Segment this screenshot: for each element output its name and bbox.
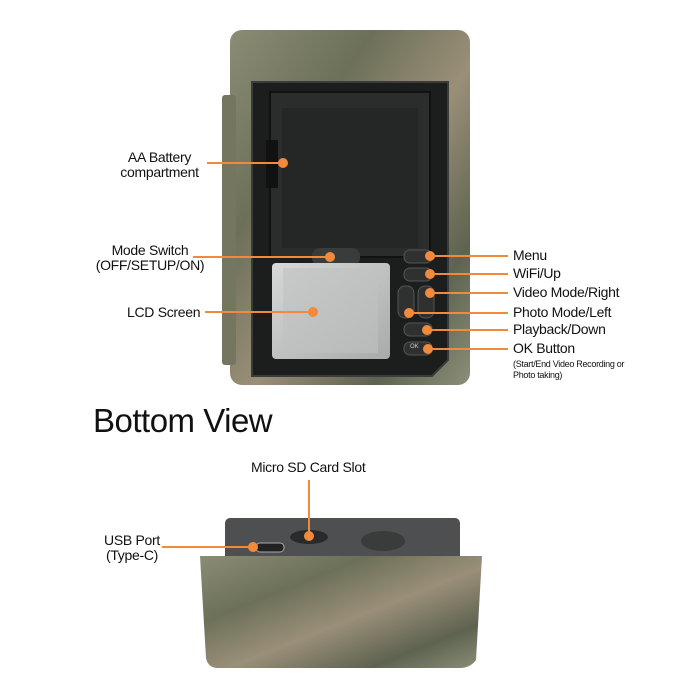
battery-label: AA Battery compartment: [112, 150, 207, 180]
usb-label: USB Port (Type-C): [100, 533, 164, 563]
lcd-label: LCD Screen: [127, 304, 201, 320]
battery-label-line1: AA Battery: [127, 149, 192, 165]
video-right-label: Video Mode/Right: [513, 284, 620, 300]
ok-button-glyph: OK: [410, 344, 419, 350]
mode-switch: [312, 248, 360, 266]
wifi-up-label: WiFi/Up: [513, 265, 561, 281]
battery-label-line2: compartment: [120, 164, 199, 180]
ok-note: (Start/End Video Recording or Photo taki…: [513, 359, 625, 381]
mode-switch-label: Mode Switch (OFF/SETUP/ON): [95, 243, 205, 273]
mode-switch-label-line1: Mode Switch: [111, 242, 189, 258]
photo-left-label: Photo Mode/Left: [513, 304, 612, 320]
menu-label: Menu: [513, 247, 547, 263]
playback-down-label: Playback/Down: [513, 321, 606, 337]
usb-c-port: [255, 542, 285, 553]
ok-note-line1: (Start/End Video Recording or: [513, 359, 625, 369]
mode-switch-label-line2: (OFF/SETUP/ON): [95, 257, 205, 273]
usb-label-line1: USB Port: [104, 532, 160, 548]
bottom-view-title: Bottom View: [93, 402, 273, 439]
camera-bottom: [200, 518, 482, 668]
leader-lines: [162, 158, 508, 552]
camera-front: [222, 30, 470, 385]
ok-label: OK Button: [513, 340, 575, 356]
sd-slot-label: Micro SD Card Slot: [251, 459, 366, 475]
ok-note-line2: Photo taking): [513, 370, 563, 380]
usb-label-line2: (Type-C): [105, 547, 159, 563]
